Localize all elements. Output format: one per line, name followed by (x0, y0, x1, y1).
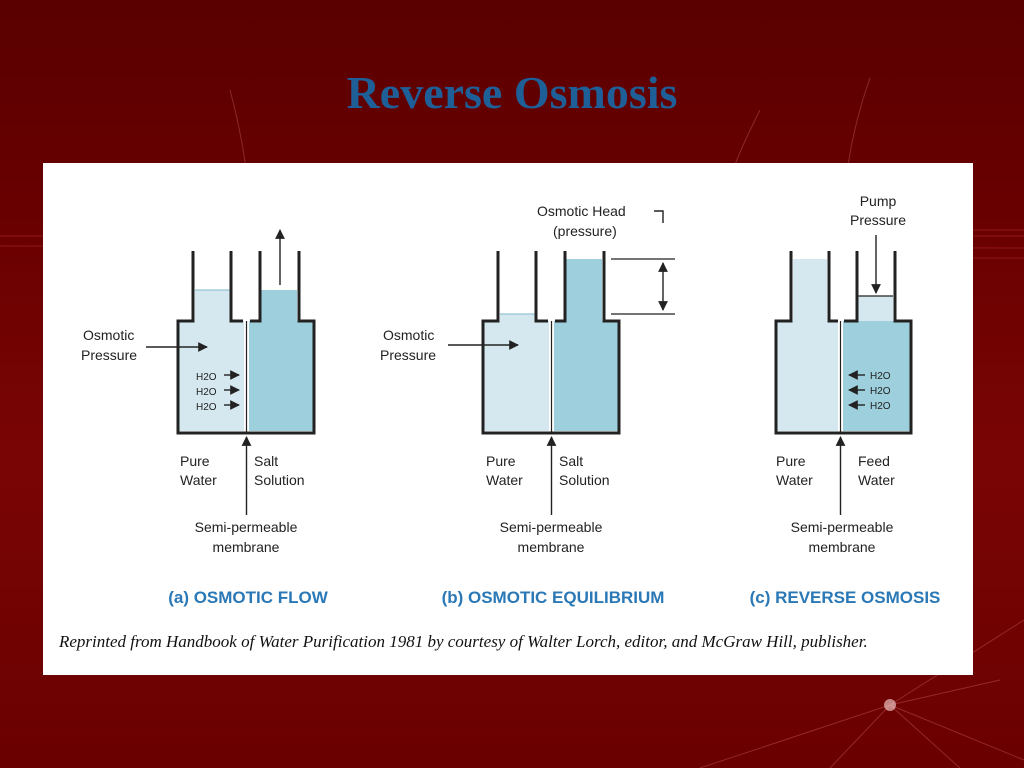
svg-text:Pressure: Pressure (81, 347, 137, 363)
svg-text:Water: Water (776, 472, 813, 488)
feed-water-label: Feed (858, 453, 890, 469)
svg-text:H2O: H2O (870, 401, 891, 412)
svg-text:Water: Water (486, 472, 523, 488)
osmotic-pressure-label: Osmotic (383, 327, 434, 343)
pure-water-label: Pure (180, 453, 210, 469)
svg-text:Solution: Solution (254, 472, 305, 488)
pure-water-label: Pure (776, 453, 806, 469)
pure-water-fill (484, 321, 549, 431)
membrane-label: Semi-permeable (791, 519, 894, 535)
pure-water-fill (777, 321, 838, 431)
credit-line: Reprinted from Handbook of Water Purific… (58, 632, 868, 651)
osmotic-head-label: Osmotic Head (537, 203, 626, 219)
svg-text:Pressure: Pressure (380, 347, 436, 363)
svg-text:membrane: membrane (809, 539, 876, 555)
osmosis-diagram: Osmotic Pressure H2O H2O H2O Pure Water … (58, 193, 941, 651)
caption-reverse-osmosis: (c) REVERSE OSMOSIS (750, 588, 941, 607)
svg-text:H2O: H2O (196, 402, 217, 413)
slide-title: Reverse Osmosis (346, 67, 678, 118)
caption-osmotic-equilibrium: (b) OSMOTIC EQUILIBRIUM (442, 588, 665, 607)
pump-piston (858, 296, 893, 321)
panel-osmotic-flow: Osmotic Pressure H2O H2O H2O Pure Water … (81, 229, 329, 607)
svg-text:Pressure: Pressure (850, 212, 906, 228)
pump-pressure-label: Pump (860, 193, 897, 209)
pure-water-label: Pure (486, 453, 516, 469)
svg-text:Solution: Solution (559, 472, 610, 488)
svg-text:Water: Water (180, 472, 217, 488)
salt-solution-label: Salt (559, 453, 583, 469)
membrane-label: Semi-permeable (195, 519, 298, 535)
caption-osmotic-flow: (a) OSMOTIC FLOW (168, 588, 329, 607)
h2o-label: H2O (196, 372, 217, 383)
svg-text:Water: Water (858, 472, 895, 488)
salt-solution-fill (249, 321, 313, 431)
svg-text:(pressure): (pressure) (553, 223, 617, 239)
osmotic-pressure-label: Osmotic (83, 327, 134, 343)
salt-solution-fill (554, 321, 618, 431)
svg-text:H2O: H2O (196, 387, 217, 398)
panel-osmotic-equilibrium: Osmotic Head (pressure) Osmotic Pressure… (380, 203, 675, 607)
osmosis-figure: Osmotic Pressure H2O H2O H2O Pure Water … (43, 163, 973, 675)
svg-text:membrane: membrane (518, 539, 585, 555)
membrane-label: Semi-permeable (500, 519, 603, 535)
svg-text:H2O: H2O (870, 386, 891, 397)
panel-reverse-osmosis: Pump Pressure H2O H2O H2O Pure Water Fee… (750, 193, 941, 607)
svg-text:membrane: membrane (213, 539, 280, 555)
h2o-label: H2O (870, 371, 891, 382)
salt-solution-label: Salt (254, 453, 278, 469)
